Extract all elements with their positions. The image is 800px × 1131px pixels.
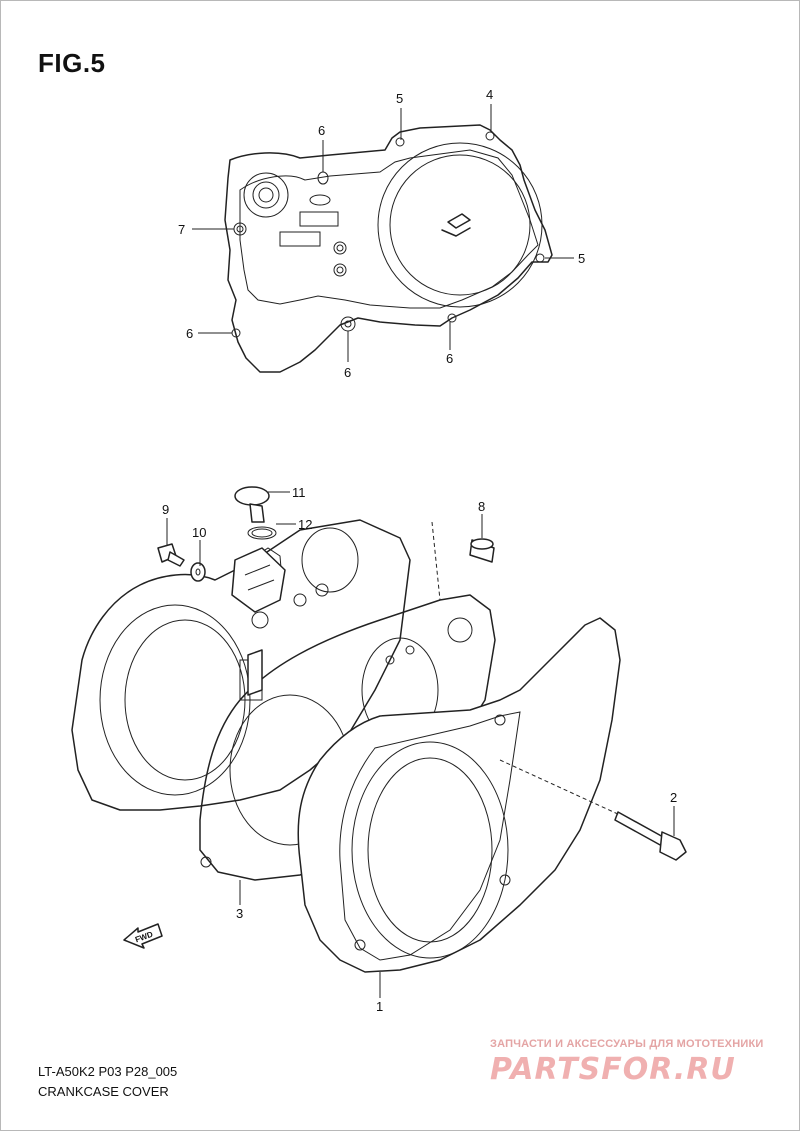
callout-12: 12 [298, 517, 312, 532]
callout-3: 3 [236, 906, 243, 921]
callout-1: 1 [376, 999, 383, 1014]
callout-9: 9 [162, 502, 169, 517]
callout-5: 5 [578, 251, 585, 266]
figure-title: FIG.5 [38, 48, 106, 78]
bolt [614, 811, 687, 861]
watermark-logo: PARTSFOR.RU [490, 1052, 736, 1087]
callout-8: 8 [478, 499, 485, 514]
crankcase-cover [297, 617, 621, 973]
callout-2: 2 [670, 790, 677, 805]
diagram-code: LT-A50K2 P03 P28_005 [38, 1064, 178, 1079]
callout-7: 7 [178, 222, 185, 237]
suzuki-logo-icon [441, 213, 471, 237]
fitting [231, 547, 286, 696]
callout-6: 6 [318, 123, 325, 138]
callout-labels: 5 4 6 7 5 6 6 6 11 9 10 12 8 2 3 1 [162, 87, 677, 1014]
watermark-subtitle: ЗАПЧАСТИ И АКСЕССУАРЫ ДЛЯ МОТОТЕХНИКИ [490, 1038, 764, 1050]
callout-10: 10 [192, 525, 206, 540]
small-bolt [157, 543, 185, 567]
callout-5: 5 [396, 91, 403, 106]
callout-6: 6 [186, 326, 193, 341]
callout-6: 6 [446, 351, 453, 366]
callout-4: 4 [486, 87, 493, 102]
drain-plug [234, 486, 270, 523]
callout-11: 11 [292, 485, 306, 500]
o-ring [247, 526, 277, 540]
washer [190, 562, 206, 582]
outer-crankcase-cover [224, 124, 553, 373]
leader-lines [166, 104, 675, 998]
dowel-pin [469, 538, 495, 563]
forward-direction-icon: FWD [123, 923, 163, 949]
callout-6: 6 [344, 365, 351, 380]
diagram-name: CRANKCASE COVER [38, 1084, 169, 1099]
